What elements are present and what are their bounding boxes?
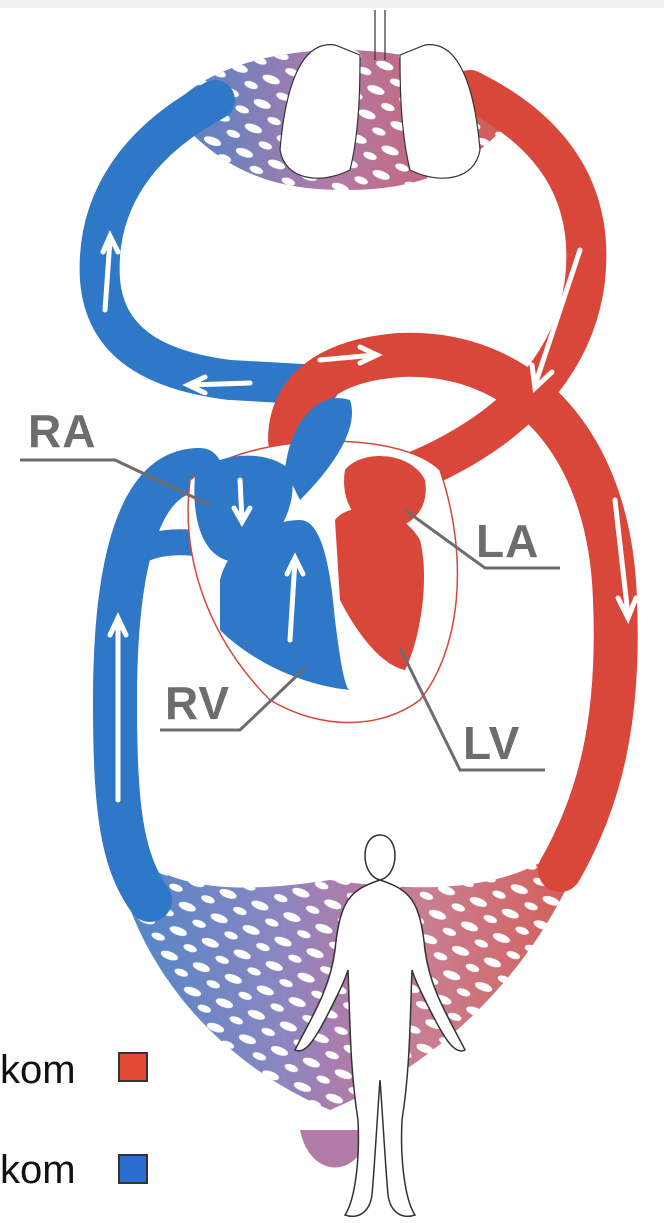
label-left-atrium: LA (476, 518, 539, 564)
legend-deoxygenated-swatch (118, 1154, 148, 1184)
label-right-atrium: RA (28, 408, 96, 454)
legend-oxygenated-swatch (118, 1052, 148, 1082)
label-left-ventricle: LV (463, 720, 520, 766)
legend-oxygenated-text: kom (0, 1050, 76, 1090)
legend-deoxygenated-text: kom (0, 1150, 76, 1190)
label-right-ventricle: RV (165, 680, 230, 726)
